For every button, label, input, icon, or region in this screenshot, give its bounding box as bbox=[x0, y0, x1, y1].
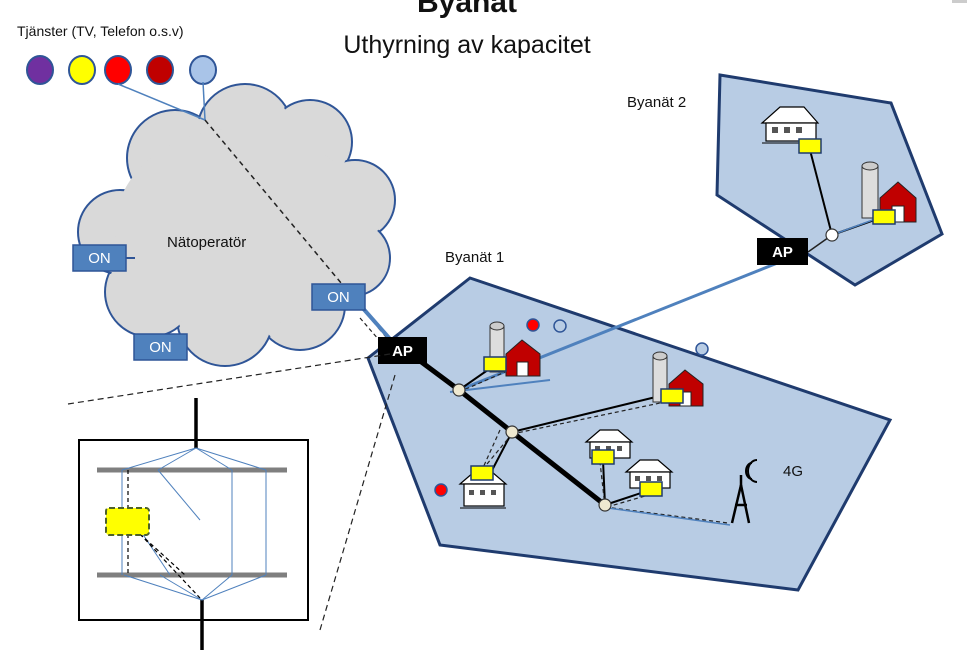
service-dot-red bbox=[526, 318, 540, 332]
4g-link bbox=[607, 507, 731, 526]
house-icon bbox=[760, 106, 820, 144]
byanat-2-label: Byanät 2 bbox=[627, 94, 686, 111]
access-point-1: AP bbox=[378, 337, 427, 364]
byanat-1-label: Byanät 1 bbox=[445, 249, 504, 266]
access-point-2: AP bbox=[757, 238, 808, 265]
service-dot-blue bbox=[553, 319, 567, 333]
svg-text:ON: ON bbox=[149, 339, 172, 356]
svg-text:ON: ON bbox=[88, 250, 111, 267]
service-dot bbox=[189, 55, 217, 85]
svg-text:AP: AP bbox=[772, 244, 793, 261]
service-link-line bbox=[117, 83, 206, 121]
mobile-label: 4G bbox=[783, 463, 803, 480]
service-link-line bbox=[202, 81, 206, 121]
junction-node bbox=[825, 228, 839, 242]
operator-cloud bbox=[77, 83, 396, 367]
corner-decoration bbox=[952, 0, 967, 3]
service-dot bbox=[146, 55, 174, 85]
svg-text:ON: ON bbox=[327, 289, 350, 306]
zoom-guide-bottom bbox=[319, 374, 396, 631]
zoom-guide-top bbox=[67, 353, 391, 405]
cloud-label: Nätoperatör bbox=[167, 234, 246, 251]
operator-node-left: ON bbox=[72, 244, 127, 272]
byanat-1-region bbox=[366, 276, 893, 592]
byanat-2-region bbox=[715, 73, 944, 287]
zoom-detail-content bbox=[97, 398, 287, 650]
equipment-boxes bbox=[470, 138, 896, 497]
junction-node bbox=[505, 425, 519, 439]
services-label: Tjänster (TV, Telefon o.s.v) bbox=[17, 23, 184, 39]
on-to-ap-dashed bbox=[359, 317, 393, 356]
operator-node-right: ON bbox=[311, 283, 366, 311]
antenna-icon bbox=[730, 459, 758, 524]
service-dot bbox=[26, 55, 54, 85]
zoom-equipment-box bbox=[105, 507, 150, 536]
blue-branch-link bbox=[449, 379, 551, 393]
dashed-service-path bbox=[204, 119, 398, 351]
service-dot bbox=[68, 55, 96, 85]
junction-node bbox=[598, 498, 612, 512]
service-dot bbox=[104, 55, 132, 85]
page-subtitle: Uthyrning av kapacitet bbox=[343, 31, 590, 59]
operator-node-bottom: ON bbox=[133, 333, 188, 361]
page-title: Byanät bbox=[417, 0, 517, 19]
service-dot-blue bbox=[695, 342, 709, 356]
junction-node bbox=[452, 383, 466, 397]
service-dots bbox=[26, 55, 217, 85]
svg-text:AP: AP bbox=[392, 343, 413, 360]
service-dot-red bbox=[434, 483, 448, 497]
